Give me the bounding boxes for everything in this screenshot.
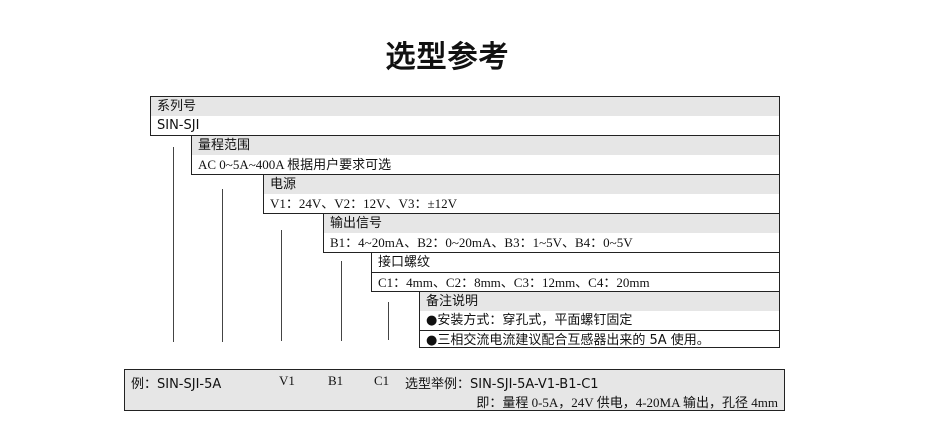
example-v: V1 — [279, 373, 295, 388]
output-block: 输出信号 B1：4~20mA、B2：0~20mA、B3：1~5V、B4：0~5V — [323, 213, 780, 253]
note-item: ●安装方式：穿孔式，平面螺钉固定 — [426, 313, 633, 328]
power-block: 电源 V1：24V、V2：12V、V3：±12V — [263, 174, 780, 214]
output-value: B1：4~20mA、B2：0~20mA、B3：1~5V、B4：0~5V — [330, 235, 633, 250]
connector-line — [222, 189, 223, 342]
connector-line — [388, 302, 389, 340]
power-value: V1：24V、V2：12V、V3：±12V — [270, 196, 457, 211]
thread-block: 接口螺纹 C1：4mm、C2：8mm、C3：12mm、C4：20mm — [371, 252, 780, 292]
notes-block: 备注说明 ●安装方式：穿孔式，平面螺钉固定 ●三相交流电流建议配合互感器出来的 … — [419, 291, 780, 348]
notes-header: 备注说明 — [420, 292, 779, 311]
example-label: 例：SIN-SJI-5A — [131, 377, 222, 392]
thread-value: C1：4mm、C2：8mm、C3：12mm、C4：20mm — [378, 275, 650, 290]
thread-header: 接口螺纹 — [372, 253, 779, 273]
series-header: 系列号 — [151, 97, 779, 116]
example-c: C1 — [374, 373, 390, 388]
range-block: 量程范围 AC 0~5A~400A 根据用户要求可选 — [191, 135, 780, 175]
page-title: 选型参考 — [385, 40, 510, 75]
selection-example: 选型举例：SIN-SJI-5A-V1-B1-C1 — [405, 377, 599, 392]
connector-line — [281, 230, 282, 341]
example-explanation: 即：量程 0-5A，24V 供电，4-20MA 输出，孔径 4mm — [476, 395, 778, 410]
range-value: AC 0~5A~400A 根据用户要求可选 — [198, 157, 392, 172]
example-b: B1 — [328, 373, 344, 388]
range-header: 量程范围 — [192, 136, 779, 155]
example-box: 例：SIN-SJI-5A V1 B1 C1 选型举例：SIN-SJI-5A-V1… — [124, 369, 785, 411]
note-item: ●三相交流电流建议配合互感器出来的 5A 使用。 — [420, 330, 779, 350]
power-header: 电源 — [264, 175, 779, 194]
series-value: SIN-SJI — [157, 118, 200, 133]
series-block: 系列号 SIN-SJI — [150, 96, 780, 136]
connector-line — [341, 261, 342, 341]
output-header: 输出信号 — [324, 214, 779, 233]
connector-line — [173, 147, 174, 342]
